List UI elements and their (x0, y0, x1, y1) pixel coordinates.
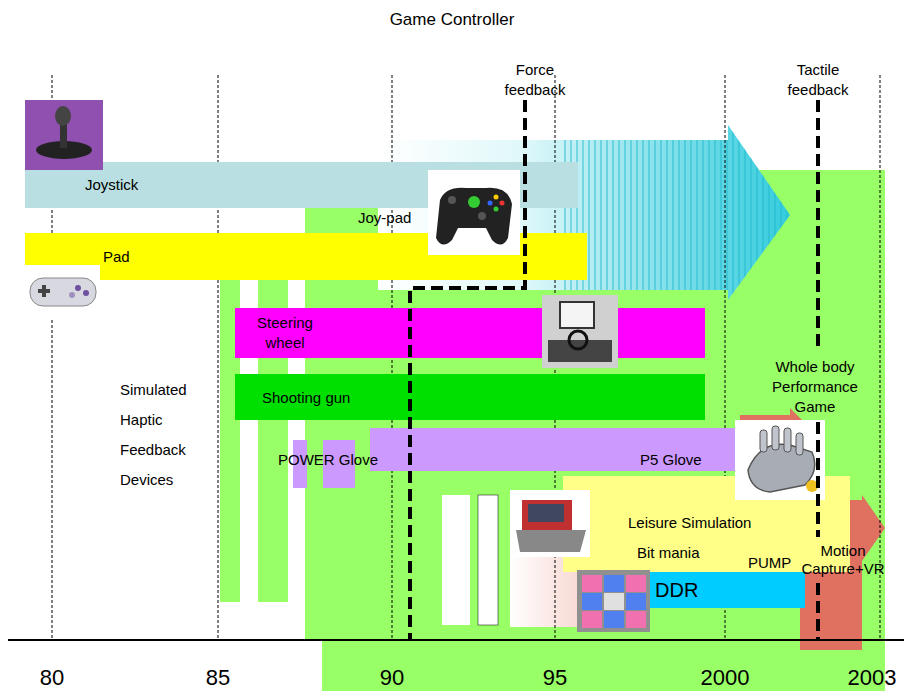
text-slot: Force feedback (495, 60, 575, 100)
bar-label: POWER Glove (278, 451, 378, 469)
bar-label: Pad (103, 248, 130, 266)
text-slot: 90 (362, 665, 422, 691)
time-axis (8, 639, 904, 641)
text-slot: Joy-pad (358, 209, 411, 227)
era-label: Joy-pad (358, 209, 411, 227)
year-gridlines (52, 75, 880, 640)
bar-label: DDR (655, 578, 698, 602)
dance-pad-icon (577, 570, 650, 632)
text-slot: P5 Glove (640, 451, 702, 469)
text-slot: Whole body Performance Game (763, 357, 868, 417)
text-slot: Bit mania (637, 544, 700, 562)
axis-year: 2000 (690, 665, 760, 691)
timeline-bar: Steering wheel (235, 308, 705, 358)
era-label: Motion Capture+VR (798, 542, 888, 578)
bar-label: P5 Glove (640, 451, 702, 469)
axis-year: 85 (188, 665, 248, 691)
axis-year: 80 (22, 665, 82, 691)
timeline-bar: Shooting gun (235, 374, 705, 420)
text-slot: Pad (103, 248, 130, 266)
text-slot: Game Controller (302, 10, 602, 30)
era-label: PUMP (748, 554, 791, 572)
marker-label: Force feedback (495, 60, 575, 100)
timeline-bar: POWER GloveP5 Glove (370, 428, 768, 471)
axis-year: 2003 (842, 665, 902, 691)
text-slot: Steering wheel (245, 313, 325, 353)
bar-label: Leisure Simulation (628, 514, 751, 532)
axis-year: 95 (525, 665, 585, 691)
driving-simulator-photo (542, 295, 618, 368)
text-slot: DDR (655, 578, 698, 602)
joystick-icon (25, 100, 103, 170)
text-slot: Joystick (85, 176, 138, 194)
bar-label: Shooting gun (262, 389, 350, 407)
p5-glove-icon (735, 420, 825, 500)
era-label: Whole body Performance Game (763, 357, 868, 417)
text-slot: Tactile feedback (778, 60, 858, 100)
text-slot: PUMP (748, 554, 791, 572)
chart-title: Game Controller (302, 10, 602, 30)
group-label: Simulated Haptic Feedback Devices (120, 375, 205, 495)
text-slot: Leisure Simulation (628, 514, 751, 532)
marker-label: Tactile feedback (778, 60, 858, 100)
text-slot: POWER Glove (278, 451, 378, 469)
text-slot: 85 (188, 665, 248, 691)
xbox-controller-icon (428, 170, 520, 255)
text-slot: Shooting gun (262, 389, 350, 407)
text-slot: 2000 (690, 665, 760, 691)
text-slot: Simulated Haptic Feedback Devices (120, 375, 205, 495)
bar-label: Joystick (85, 176, 138, 194)
text-slot: 2003 (842, 665, 902, 691)
axis-year: 90 (362, 665, 422, 691)
gamepad-icon (25, 265, 100, 318)
bar-label: Bit mania (637, 544, 700, 562)
arcade-machine-icon (510, 490, 590, 557)
text-slot: 95 (525, 665, 585, 691)
text-slot: 80 (22, 665, 82, 691)
bar-label: Steering wheel (245, 313, 325, 353)
text-slot: Motion Capture+VR (798, 542, 888, 578)
